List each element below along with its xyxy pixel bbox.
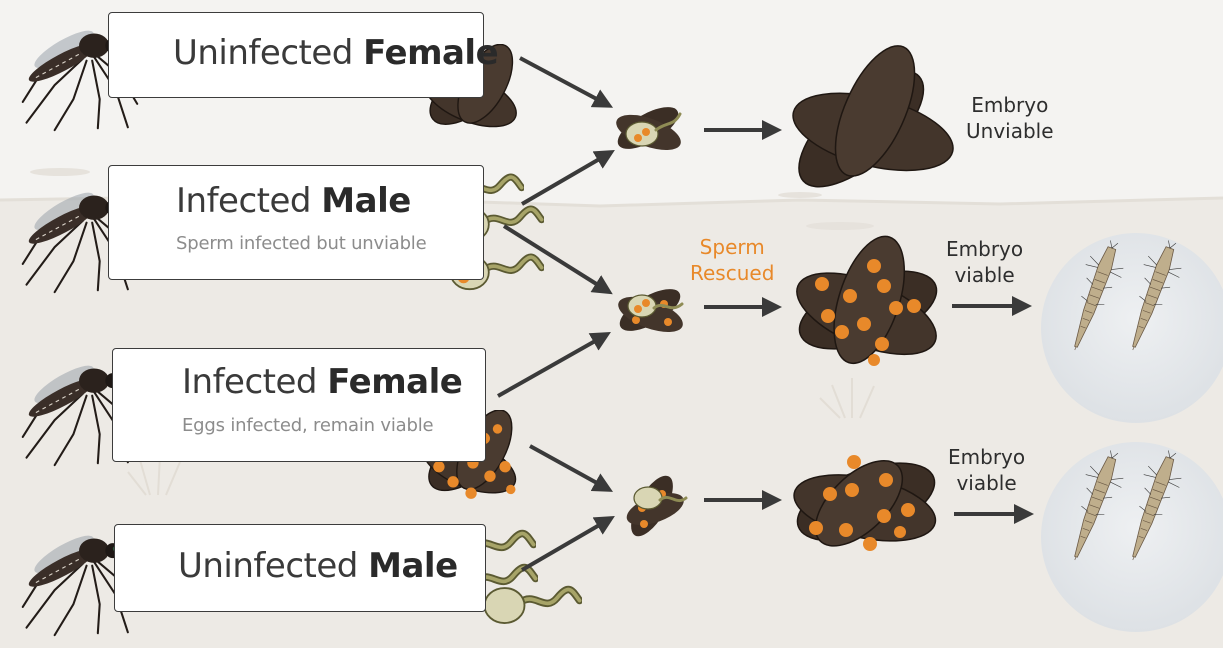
- outcome-label-viable-1: Embryo viable: [946, 236, 1023, 288]
- title-plain: Infected: [182, 362, 327, 402]
- outcome-label-viable-2: Embryo viable: [948, 444, 1025, 496]
- outcome-line1: Embryo: [946, 236, 1023, 262]
- outcome-label-unviable: Embryo Unviable: [966, 92, 1054, 144]
- outcome-line2: viable: [948, 470, 1025, 496]
- infected-male-subtitle: Sperm infected but unviable: [176, 233, 426, 254]
- outcome-line1: Embryo: [948, 444, 1025, 470]
- title-plain: Uninfected: [173, 33, 363, 73]
- title-bold: Female: [327, 362, 462, 402]
- infected-female-subtitle: Eggs infected, remain viable: [182, 415, 433, 436]
- title-bold: Male: [321, 181, 411, 221]
- infected-male-title: Infected Male: [176, 181, 411, 221]
- rescued-line1: Sperm: [690, 234, 774, 260]
- title-plain: Uninfected: [178, 546, 368, 586]
- uninfected-female-title: Uninfected Female: [173, 33, 498, 73]
- rescued-line2: Rescued: [690, 260, 774, 286]
- title-bold: Female: [363, 33, 498, 73]
- outcome-line2: Unviable: [966, 118, 1054, 144]
- infected-female-title: Infected Female: [182, 362, 462, 402]
- sperm-rescued-label: Sperm Rescued: [690, 234, 774, 286]
- title-bold: Male: [368, 546, 458, 586]
- outcome-line1: Embryo: [966, 92, 1054, 118]
- larva-bowl-1: [1041, 233, 1223, 423]
- uninfected-male-title: Uninfected Male: [178, 546, 458, 586]
- title-plain: Infected: [176, 181, 321, 221]
- larva-bowl-2: [1041, 442, 1223, 632]
- outcome-line2: viable: [946, 262, 1023, 288]
